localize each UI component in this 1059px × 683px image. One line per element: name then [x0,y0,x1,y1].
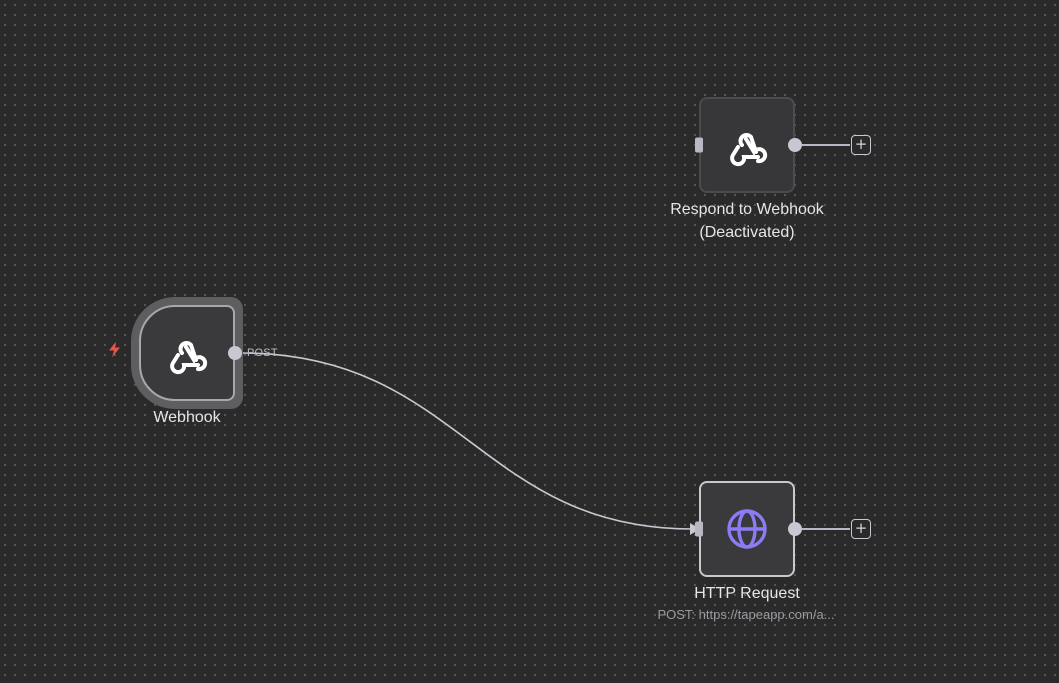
respond-label-line1: Respond to Webhook [670,201,824,218]
lightning-bolt-icon [108,341,122,363]
respond-node-label: Respond to Webhook (Deactivated) [670,198,824,244]
webhook-output-handle[interactable] [228,346,242,360]
http-node-label: HTTP Request [694,585,800,602]
webhook-output-label: POST [247,347,278,359]
http-request-node[interactable] [699,481,795,577]
webhook-node[interactable] [139,305,235,401]
webhook-node-label: Webhook [153,409,221,426]
http-output-stub [802,528,850,530]
http-node-subtitle: POST: https://tapeapp.com/a... [657,607,835,622]
http-input-handle[interactable] [695,521,703,537]
http-output-handle[interactable] [788,522,802,536]
respond-to-webhook-node[interactable] [699,97,795,193]
respond-output-handle[interactable] [788,138,802,152]
respond-label-line2: (Deactivated) [699,224,795,241]
respond-add-node-button[interactable]: + [851,135,871,155]
respond-output-stub [802,144,850,146]
webhook-icon [165,331,209,375]
webhook-icon [725,123,769,167]
http-add-node-button[interactable]: + [851,519,871,539]
respond-input-handle[interactable] [695,137,703,153]
connection-webhook-to-http[interactable] [240,352,693,530]
globe-icon [725,507,769,551]
